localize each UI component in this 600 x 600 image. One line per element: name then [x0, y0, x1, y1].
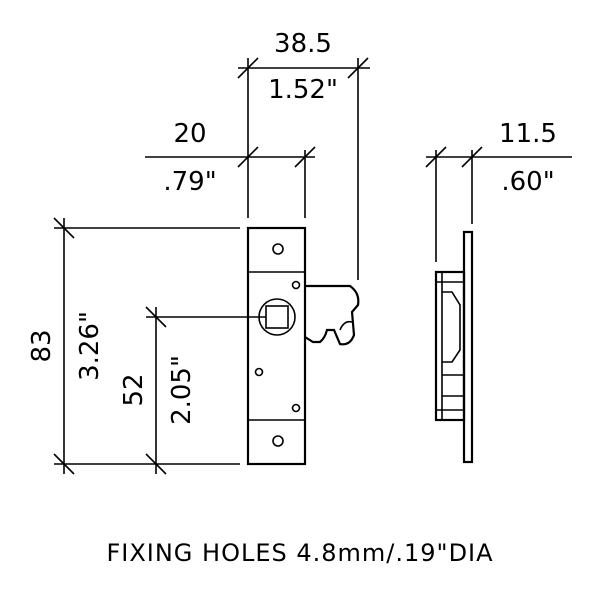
tick-mark — [294, 146, 316, 168]
dim-overall-width: 38.5 1.52" — [237, 29, 370, 280]
tick-mark — [145, 306, 167, 328]
side-view — [434, 230, 474, 464]
side-case — [434, 270, 466, 422]
tick-mark — [53, 217, 75, 239]
tick-mark — [237, 57, 259, 79]
front-view — [246, 226, 360, 466]
dim-centre: 52 2.05" — [119, 306, 266, 475]
overall-width-mm: 38.5 — [274, 29, 332, 59]
centre-in: 2.05" — [167, 355, 197, 425]
tick-mark — [53, 453, 75, 475]
fixing-holes-caption: FIXING HOLES 4.8mm/.19"DIA — [106, 539, 493, 567]
depth-in: .60" — [501, 167, 554, 197]
screw-left — [254, 367, 264, 377]
spindle-square — [265, 305, 289, 329]
tick-mark — [461, 146, 483, 168]
side-boss — [442, 291, 461, 363]
fixing-hole-top — [272, 243, 284, 255]
fixing-hole-bottom — [272, 435, 284, 447]
tick-mark — [347, 57, 369, 79]
height-in: 3.26" — [75, 311, 105, 381]
overall-width-in: 1.52" — [268, 75, 338, 105]
tick-mark — [237, 146, 259, 168]
side-plate — [462, 230, 474, 464]
tick-mark — [425, 146, 447, 168]
depth-mm: 11.5 — [499, 119, 557, 149]
height-mm: 83 — [27, 329, 57, 362]
centre-mm: 52 — [119, 373, 149, 406]
mounting-plate — [246, 226, 307, 466]
latch-bolt-detail — [339, 320, 353, 331]
dim-body-width: 20 .79" — [145, 119, 316, 218]
latch-bolt — [304, 284, 360, 346]
dim-depth: 11.5 .60" — [425, 119, 572, 262]
dim-height: 83 3.26" — [27, 217, 240, 475]
body-width-mm: 20 — [173, 119, 206, 149]
body-width-in: .79" — [163, 167, 216, 197]
tick-mark — [145, 453, 167, 475]
screw-bottom — [291, 403, 301, 413]
screw-top — [291, 280, 301, 290]
